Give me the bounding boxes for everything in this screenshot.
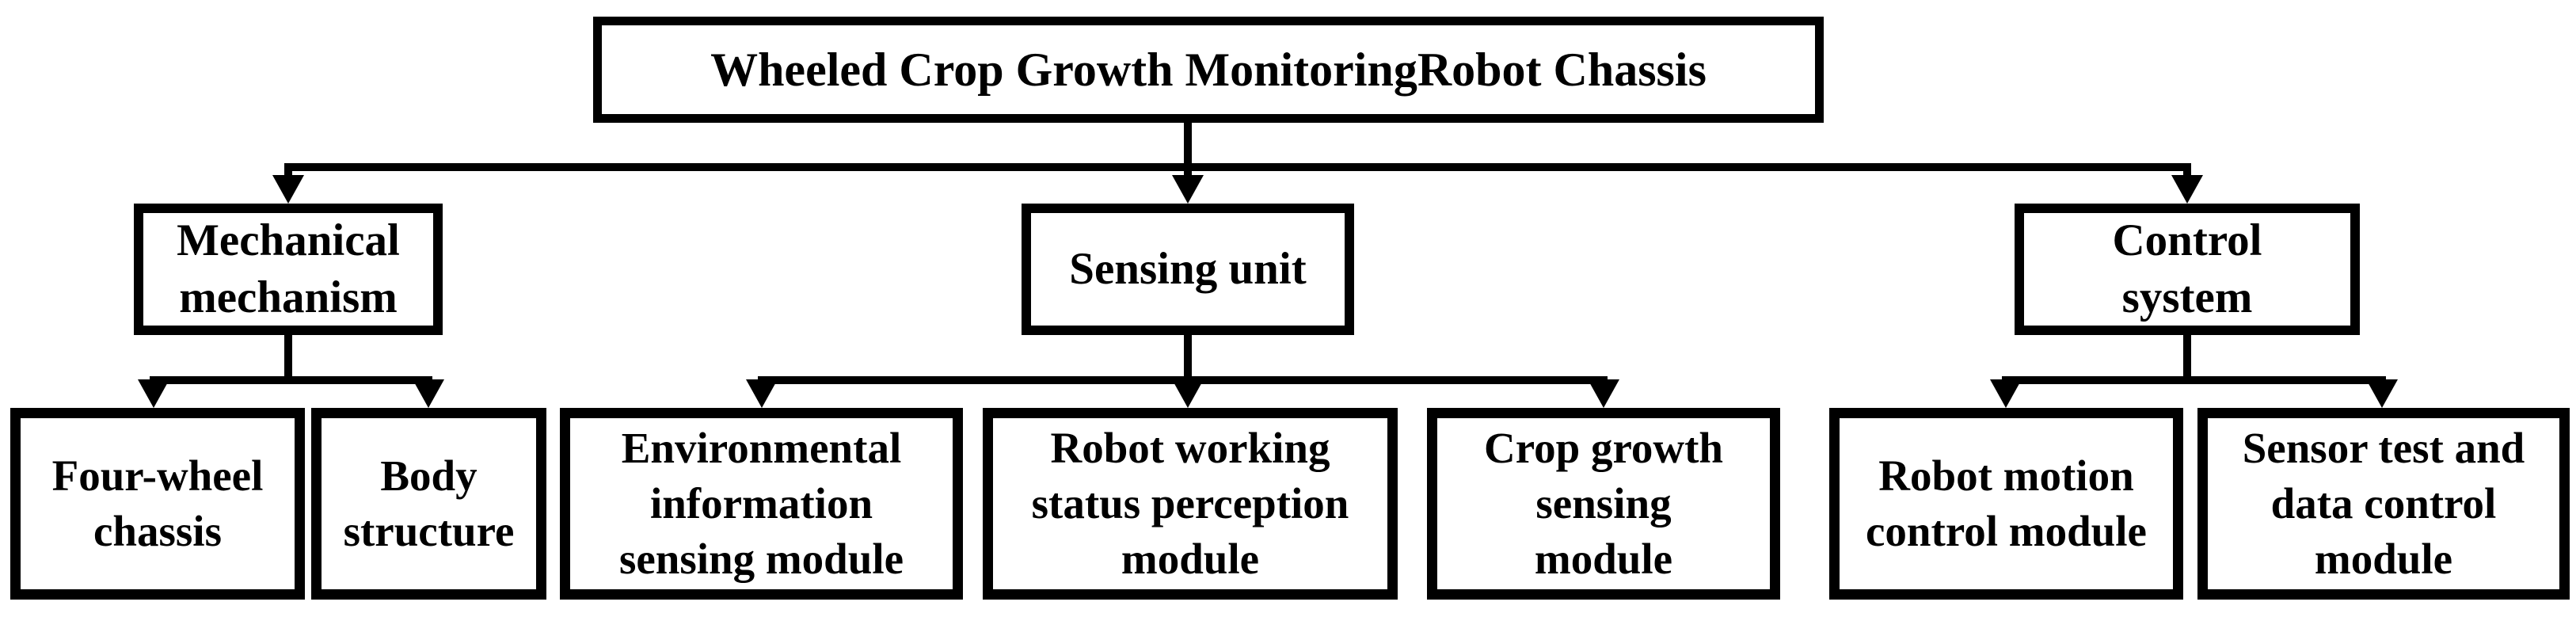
arrowhead-to-body-structure-icon xyxy=(413,379,444,408)
arrowhead-to-crop-growth-module-icon xyxy=(1588,379,1619,408)
leaf-box-crop-growth-sensing-module: Crop growth sensing module xyxy=(1427,408,1780,600)
arrowhead-to-sensor-test-module-icon xyxy=(2366,379,2398,408)
connector-level1-bar-line xyxy=(284,163,2191,171)
connector-mechanical-bar-line xyxy=(150,376,432,384)
connector-drop-mechanical-line xyxy=(284,163,292,181)
leaf-label-four-wheel-chassis: Four-wheel chassis xyxy=(51,451,264,555)
branch-box-mechanical-mechanism: Mechanical mechanism xyxy=(134,204,443,335)
arrowhead-to-environmental-module-icon xyxy=(746,379,778,408)
branch-label-control-system: Control system xyxy=(2112,215,2262,322)
leaf-box-environmental-information-sensing-module: Environmental information sensing module xyxy=(560,408,963,600)
arrowhead-to-mechanical-icon xyxy=(272,175,304,204)
leaf-box-robot-working-status-perception-module: Robot working status perception module xyxy=(983,408,1398,600)
arrowhead-to-four-wheel-chassis-icon xyxy=(138,379,169,408)
branch-box-sensing-unit: Sensing unit xyxy=(1022,204,1354,335)
leaf-box-sensor-test-and-data-control-module: Sensor test and data control module xyxy=(2197,408,2570,600)
leaf-box-four-wheel-chassis: Four-wheel chassis xyxy=(10,408,305,600)
leaf-label-environmental-information-sensing-module: Environmental information sensing module xyxy=(618,424,904,583)
leaf-label-robot-motion-control-module: Robot motion control module xyxy=(1866,451,2147,555)
connector-sensing-stem-line xyxy=(1184,329,1192,388)
arrowhead-to-robot-working-module-icon xyxy=(1172,379,1204,408)
leaf-box-body-structure: Body structure xyxy=(311,408,546,600)
leaf-label-sensor-test-and-data-control-module: Sensor test and data control module xyxy=(2242,424,2525,583)
leaf-label-robot-working-status-perception-module: Robot working status perception module xyxy=(1031,424,1349,583)
arrowhead-to-robot-motion-module-icon xyxy=(1990,379,2022,408)
leaf-label-body-structure: Body structure xyxy=(343,451,515,555)
connector-control-bar-line xyxy=(2002,376,2386,384)
arrowhead-to-control-icon xyxy=(2171,175,2203,204)
branch-box-control-system: Control system xyxy=(2015,204,2360,335)
branch-label-sensing-unit: Sensing unit xyxy=(1069,243,1307,294)
leaf-label-crop-growth-sensing-module: Crop growth sensing module xyxy=(1483,424,1724,583)
connector-root-stem-line xyxy=(1184,117,1192,181)
connector-control-stem-line xyxy=(2183,329,2191,384)
leaf-box-robot-motion-control-module: Robot motion control module xyxy=(1829,408,2183,600)
root-label: Wheeled Crop Growth MonitoringRobot Chas… xyxy=(710,43,1707,96)
branch-label-mechanical-mechanism: Mechanical mechanism xyxy=(177,215,400,322)
arrowhead-to-sensing-icon xyxy=(1172,175,1204,204)
connector-drop-control-line xyxy=(2183,163,2191,181)
root-box: Wheeled Crop Growth MonitoringRobot Chas… xyxy=(593,17,1824,123)
connector-mechanical-stem-line xyxy=(284,329,292,384)
